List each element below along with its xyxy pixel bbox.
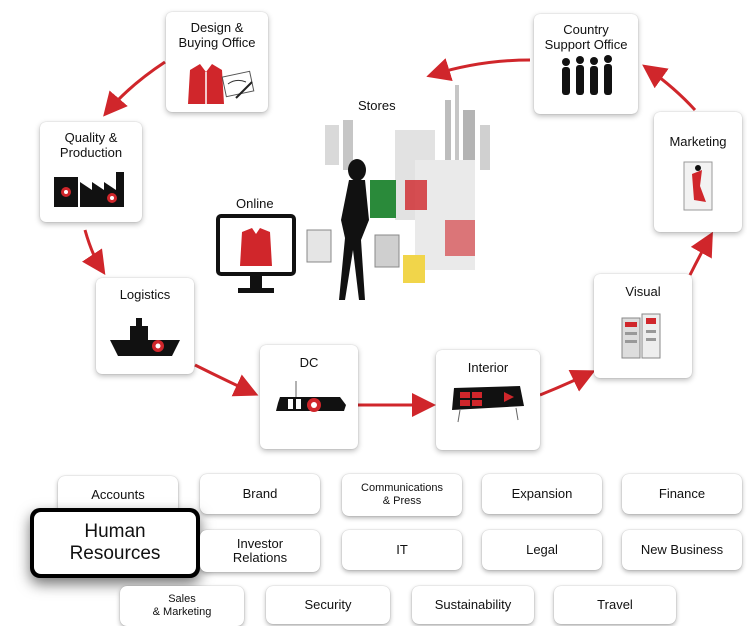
card-label: Quality & Production	[59, 130, 123, 160]
store-display-icon	[621, 313, 661, 359]
function-accounts: Accounts	[58, 476, 178, 514]
online-label: Online	[236, 196, 274, 211]
function-human-resources-label: Human Resources	[34, 512, 196, 574]
card-country-support-office: Country Support Office	[534, 14, 638, 114]
function-expansion: Expansion	[482, 474, 602, 514]
card-label: Design & Buying Office	[178, 20, 256, 50]
function-communications-press: Communications & Press	[342, 474, 462, 516]
function-travel: Travel	[554, 586, 676, 624]
arrow-design-to-quality	[103, 60, 166, 117]
online-monitor-icon	[216, 214, 296, 293]
card-label: Logistics	[119, 287, 171, 302]
function-finance: Finance	[622, 474, 742, 514]
card-interior: Interior	[436, 350, 540, 450]
function-sustainability: Sustainability	[412, 586, 534, 624]
card-label: Marketing	[669, 134, 727, 149]
function-sales-marketing: Sales & Marketing	[120, 586, 244, 626]
card-visual: Visual	[594, 274, 692, 378]
factory-icon	[54, 172, 124, 207]
team-silhouette-icon	[562, 55, 612, 95]
blazer-sketch-icon	[188, 64, 255, 104]
function-new-business: New Business	[622, 530, 742, 570]
arrow-interior-to-visual	[539, 369, 596, 397]
stores-collage-image	[306, 85, 490, 300]
card-label: DC	[299, 355, 319, 370]
card-quality-production: Quality & Production	[40, 122, 142, 222]
ship-icon	[110, 318, 180, 356]
arrow-quality-to-logistics	[82, 229, 106, 275]
arrow-logistics-to-dc	[194, 363, 259, 397]
poster-icon	[683, 161, 713, 211]
arrow-country-to-stores	[426, 58, 531, 82]
card-label: Visual	[625, 284, 661, 299]
function-brand: Brand	[200, 474, 320, 514]
function-human-resources-highlighted: Human Resources	[30, 508, 200, 578]
card-dc: DC	[260, 345, 358, 449]
card-design-buying-office: Design & Buying Office	[166, 12, 268, 112]
function-legal: Legal	[482, 530, 602, 570]
card-label: Country Support Office	[544, 22, 628, 52]
dc-device-icon	[276, 381, 346, 412]
arrow-marketing-to-country	[642, 64, 697, 112]
display-panel-icon	[452, 386, 524, 423]
stores-label: Stores	[358, 98, 396, 113]
card-label: Interior	[467, 360, 509, 375]
arrow-visual-to-marketing	[688, 231, 713, 276]
function-it: IT	[342, 530, 462, 570]
function-investor-relations: Investor Relations	[200, 530, 320, 572]
card-marketing: Marketing	[654, 112, 742, 232]
function-security: Security	[266, 586, 390, 624]
card-logistics: Logistics	[96, 278, 194, 374]
